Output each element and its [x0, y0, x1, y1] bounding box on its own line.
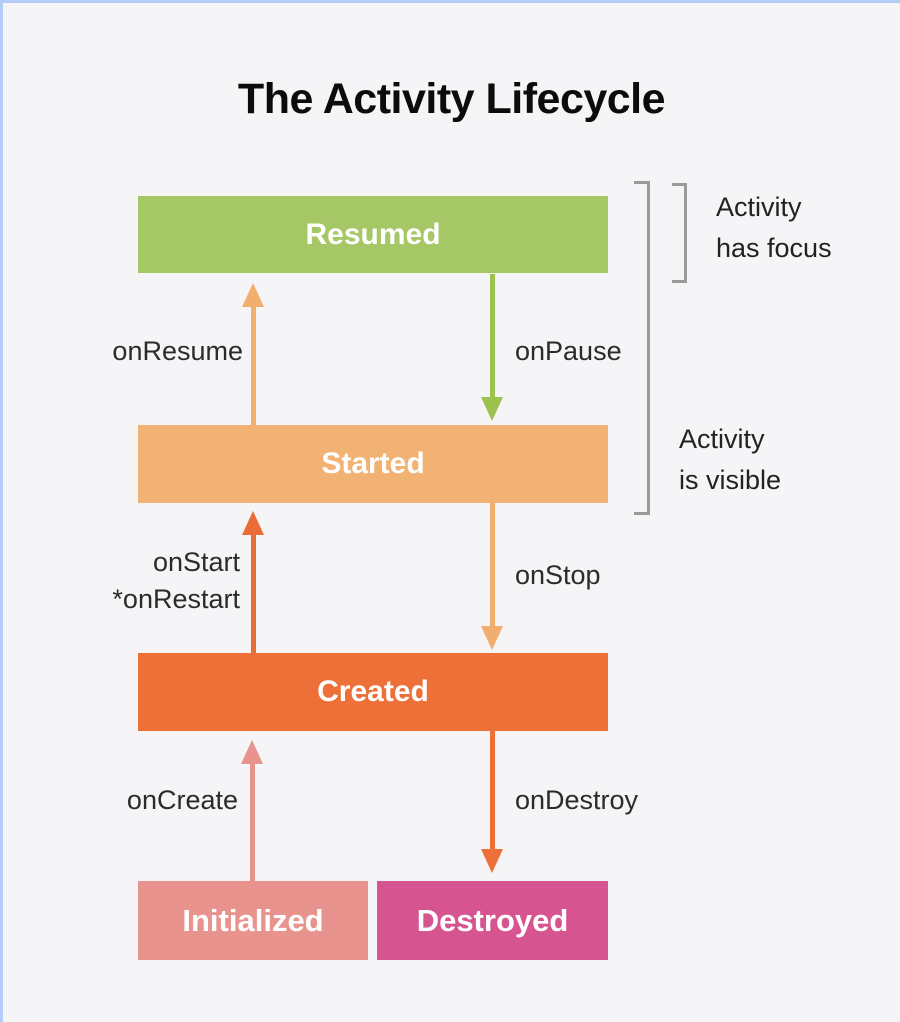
arrow-shaft	[489, 503, 495, 628]
state-label-destroyed: Destroyed	[416, 902, 569, 938]
state-label-created: Created	[317, 675, 429, 708]
arrow-shaft	[489, 731, 495, 851]
transition-label-onstart-line2: *onRestart	[112, 584, 240, 614]
arrowhead-icon	[242, 511, 264, 535]
transition-label-onresume: onResume	[112, 336, 243, 366]
annotation-visible-line1: Activity	[679, 424, 765, 454]
onstop-down-arrow-icon	[481, 503, 503, 650]
ondestroy-down-arrow-icon	[481, 731, 503, 873]
annotation-activity-has-focus: Activity has focus	[716, 187, 832, 269]
onstart-up-arrow-icon	[242, 511, 264, 653]
transition-label-onstop: onStop	[515, 560, 601, 590]
annotation-visible-line2: is visible	[679, 465, 782, 495]
transition-label-ondestroy: onDestroy	[515, 785, 639, 815]
transition-label-onstart-line1: onStart	[152, 547, 240, 577]
state-label-initialized: Initialized	[182, 902, 324, 938]
transition-label-onpause: onPause	[515, 336, 622, 366]
annotation-activity-is-visible: Activity is visible	[679, 419, 781, 501]
annotation-focus-line1: Activity	[716, 192, 802, 222]
arrowhead-icon	[481, 849, 503, 873]
arrowhead-icon	[481, 626, 503, 650]
oncreate-up-arrow-icon	[241, 740, 263, 881]
state-box-created: Created	[138, 653, 608, 731]
annotation-focus-line2: has focus	[716, 233, 832, 263]
state-box-resumed: Resumed	[138, 196, 608, 273]
onpause-down-arrow-icon	[481, 274, 503, 421]
state-label-resumed: Resumed	[305, 217, 441, 251]
has-focus-bracket	[672, 183, 687, 283]
state-box-started: Started	[138, 425, 608, 503]
transition-label-onstart-onrestart: onStart *onRestart	[33, 544, 240, 618]
arrow-shaft	[489, 274, 495, 399]
state-box-initialized: Initialized	[138, 881, 368, 960]
arrowhead-icon	[241, 740, 263, 764]
onresume-up-arrow-icon	[242, 283, 264, 425]
arrow-shaft	[249, 762, 255, 881]
arrow-shaft	[250, 305, 256, 425]
transition-label-oncreate: onCreate	[126, 785, 238, 815]
arrow-shaft	[250, 533, 256, 653]
diagram-title: The Activity Lifecycle	[237, 75, 666, 123]
arrowhead-icon	[481, 397, 503, 421]
arrowhead-icon	[242, 283, 264, 307]
state-label-started: Started	[321, 447, 425, 480]
is-visible-bracket	[634, 181, 650, 515]
state-box-destroyed: Destroyed	[377, 881, 608, 960]
